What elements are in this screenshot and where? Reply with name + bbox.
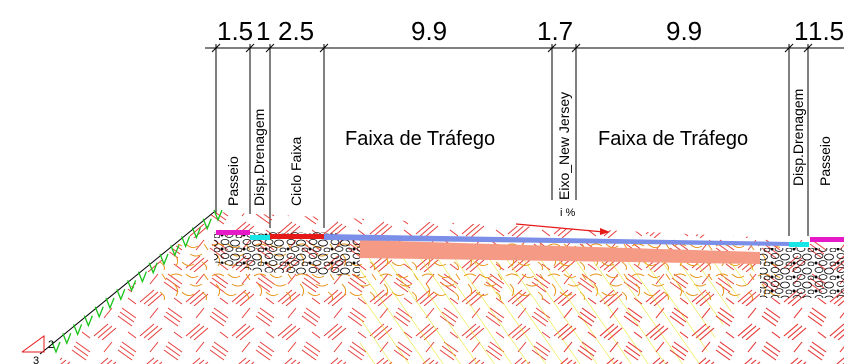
label-passeio-left: Passeio (225, 156, 241, 206)
dim-trafego-left: 9.9 (411, 16, 447, 46)
bike-lane (270, 234, 324, 239)
label-trafego-left: Faixa de Tráfego (345, 128, 495, 150)
grass-mark (180, 236, 191, 249)
extension-lines (215, 44, 809, 236)
slope-ratio-triangle: 2 3 (21, 335, 54, 364)
grass-mark (126, 280, 137, 293)
grass-mark (191, 227, 202, 240)
grass-marks (51, 209, 223, 354)
label-eixo: Eixo_New Jersey (556, 92, 572, 200)
label-drenagem-right: Disp.Drenagem (790, 89, 806, 186)
dimension-line (205, 43, 844, 236)
label-drenagem-left: Disp.Drenagem (251, 109, 267, 206)
drain-right (789, 242, 809, 247)
slope-label: i % (560, 207, 576, 219)
dim-eixo: 1.7 (537, 16, 573, 46)
label-trafego-right: Faixa de Tráfego (598, 128, 748, 150)
dim-ciclo-faixa: 2.5 (278, 16, 314, 46)
grass-mark (72, 324, 83, 337)
dim-drenagem-right: 1 (794, 16, 808, 46)
grass-mark (159, 253, 169, 266)
ground-soil (60, 212, 844, 364)
grass-mark (202, 218, 212, 231)
slope-arrow (515, 223, 610, 235)
grass-mark (62, 332, 72, 345)
dimension-row: 1.5 1 2.5 9.9 1.7 9.9 1 1.5 (217, 16, 844, 46)
grass-mark (94, 306, 104, 319)
dim-passeio-left: 1.5 (217, 16, 253, 46)
dim-drenagem-left: 1 (256, 16, 270, 46)
base-layer (360, 240, 760, 264)
zone-labels: Passeio Disp.Drenagem Ciclo Faixa Faixa … (225, 89, 833, 206)
slope-vertical: 2 (48, 339, 54, 351)
label-passeio-right: Passeio (817, 136, 833, 186)
dim-passeio-right: 1.5 (808, 16, 844, 46)
dim-trafego-right: 9.9 (666, 16, 702, 46)
sidewalk-right (810, 237, 844, 242)
label-ciclo-faixa: Ciclo Faixa (288, 137, 304, 206)
drain-left (250, 235, 270, 240)
grass-mark (148, 262, 158, 275)
grass-mark (105, 297, 115, 310)
grass-mark (116, 288, 126, 301)
grass-mark (213, 209, 223, 222)
slope-horizontal: 3 (33, 355, 39, 364)
grass-mark (83, 315, 94, 328)
grass-mark (137, 271, 148, 284)
pavement-layer (324, 234, 790, 246)
sidewalk-left (216, 230, 250, 235)
grass-mark (170, 244, 180, 257)
grass-mark (51, 341, 61, 354)
slope-line (39, 211, 215, 355)
